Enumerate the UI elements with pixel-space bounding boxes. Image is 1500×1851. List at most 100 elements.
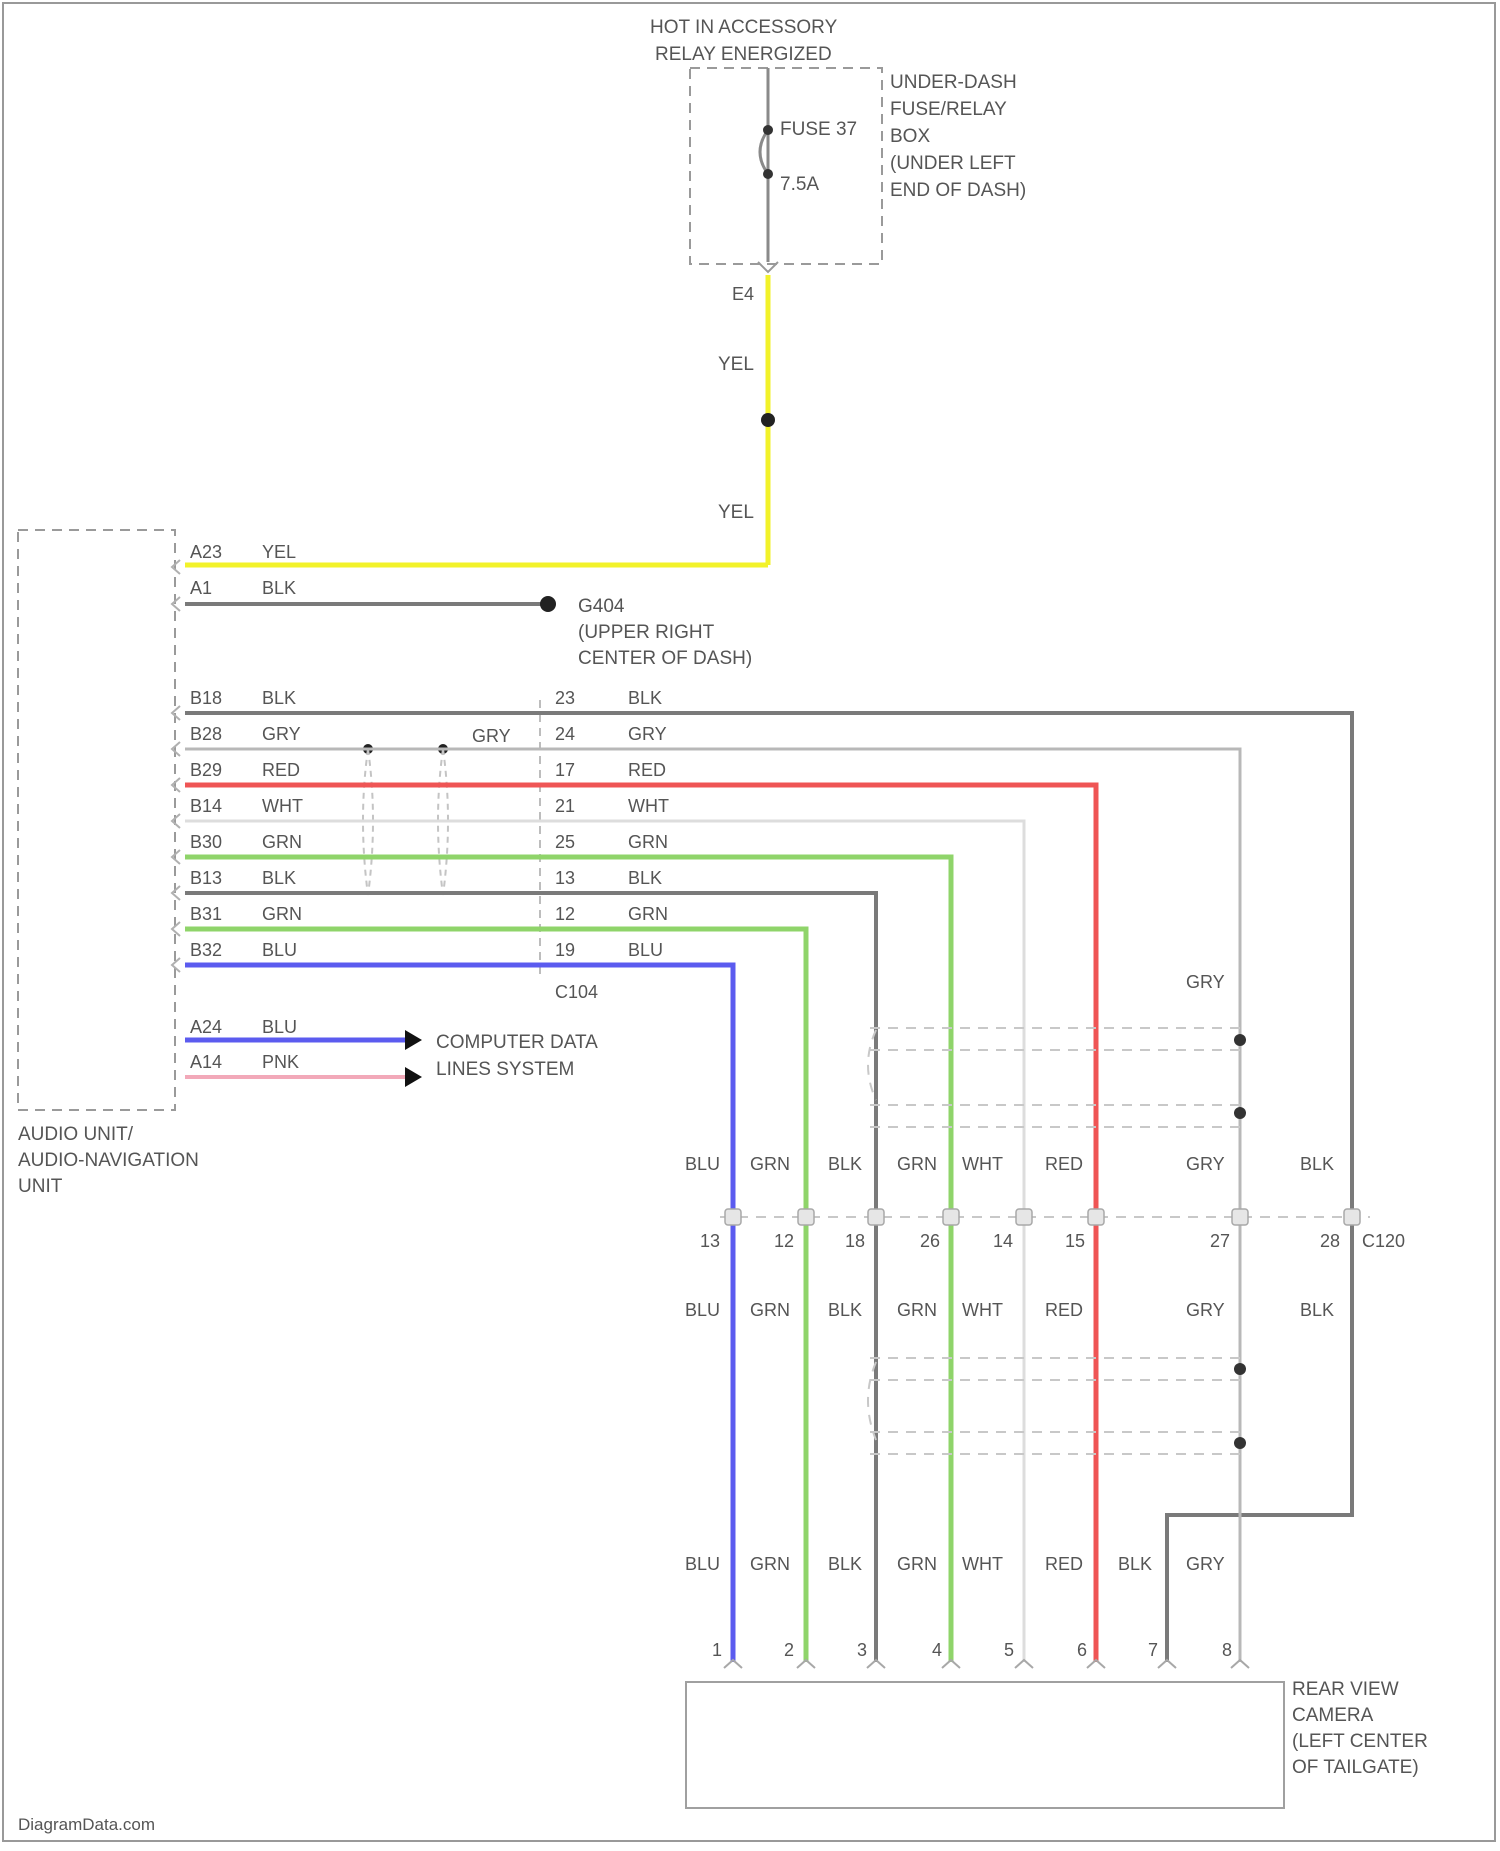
c120-above-4: GRN: [897, 1154, 937, 1174]
wire-a1: BLK: [262, 578, 296, 598]
shield-drain-splice-1: [1234, 1034, 1246, 1046]
pin-a14: A14: [190, 1052, 222, 1072]
pin-b30: B30: [190, 832, 222, 852]
c104-wire-17: RED: [628, 760, 666, 780]
wire-a14: PNK: [262, 1052, 299, 1072]
ground-id: G404: [578, 596, 625, 617]
computer-data-line1: COMPUTER DATA: [436, 1032, 598, 1053]
camera-pin-connectors: [724, 1660, 1249, 1668]
pin-a24: A24: [190, 1017, 222, 1037]
fuse-node-top: [763, 125, 773, 135]
cam-wire-4: GRN: [897, 1554, 937, 1574]
cam-wire-7: BLK: [1118, 1554, 1152, 1574]
power-header-line1: HOT IN ACCESSORY: [650, 17, 838, 38]
c104-wire-19: BLU: [628, 940, 663, 960]
camera-pin-numbers: 1 2 3 4 5 6 7 8: [712, 1640, 1232, 1660]
c120-gry-top-label: GRY: [1186, 972, 1225, 992]
computer-data-line2: LINES SYSTEM: [436, 1059, 574, 1080]
grn-wire-b30: [185, 857, 951, 1662]
gry-tap-label: GRY: [472, 726, 511, 746]
c104-pin-24: 24: [555, 724, 575, 744]
wire-b30: GRN: [262, 832, 302, 852]
cam-wire-8: GRY: [1186, 1554, 1225, 1574]
fuse-node-bottom: [763, 169, 773, 179]
yel-splice: [761, 413, 775, 427]
c120-above-1: BLU: [685, 1154, 720, 1174]
pin-a23: A23: [190, 542, 222, 562]
c104-pin-17: 17: [555, 760, 575, 780]
cam-pin-7: 7: [1148, 1640, 1158, 1660]
c104-pin-19: 19: [555, 940, 575, 960]
wire-b14: WHT: [262, 796, 303, 816]
c120-pin-28: 28: [1320, 1231, 1340, 1251]
c120-wires-above: BLU GRN BLK GRN WHT RED GRY BLK: [685, 1154, 1334, 1174]
c104-pin-21: 21: [555, 796, 575, 816]
c120-above-5: WHT: [962, 1154, 1003, 1174]
c104-name: C104: [555, 982, 598, 1002]
c104-pin-13: 13: [555, 868, 575, 888]
blk-wire-b13: [185, 893, 876, 1662]
c120-pin-15: 15: [1065, 1231, 1085, 1251]
c104-pin-23: 23: [555, 688, 575, 708]
c120-below-8: BLK: [1300, 1300, 1334, 1320]
wire-b31: GRN: [262, 904, 302, 924]
fuse-box-line3: BOX: [890, 126, 930, 147]
c120-below-6: RED: [1045, 1300, 1083, 1320]
arrow-a14: [405, 1067, 422, 1087]
c120-wires-below: BLU GRN BLK GRN WHT RED GRY BLK: [685, 1300, 1334, 1320]
wire-b29: RED: [262, 760, 300, 780]
ground-symbol: [540, 596, 556, 612]
shield-drain-splice-3: [1234, 1363, 1246, 1375]
c120-pin-14: 14: [993, 1231, 1013, 1251]
camera-line1: REAR VIEW: [1292, 1679, 1399, 1700]
wire-a24: BLU: [262, 1017, 297, 1037]
c120-above-2: GRN: [750, 1154, 790, 1174]
c104-pin-12: 12: [555, 904, 575, 924]
c120-pin-13: 13: [700, 1231, 720, 1251]
cam-pin-2: 2: [784, 1640, 794, 1660]
yel-wire-label-lower: YEL: [718, 502, 754, 523]
ground-line2: CENTER OF DASH): [578, 648, 752, 669]
cam-wire-1: BLU: [685, 1554, 720, 1574]
cam-pin-5: 5: [1004, 1640, 1014, 1660]
audio-unit-pins: A23 YEL A1 BLK B18 BLK B28 GRY B29 RED B…: [190, 542, 303, 1072]
c120-below-1: BLU: [685, 1300, 720, 1320]
wht-wire-b14: [185, 821, 1024, 1662]
fuse-rating: 7.5A: [780, 174, 819, 195]
fuse-terminal-label: E4: [732, 284, 754, 304]
cam-pin-3: 3: [857, 1640, 867, 1660]
c120-name: C120: [1362, 1231, 1405, 1251]
camera-box: [686, 1682, 1284, 1808]
c120-pin-12: 12: [774, 1231, 794, 1251]
c120-below-5: WHT: [962, 1300, 1003, 1320]
fuse-box-outline: [690, 68, 882, 264]
c104-wire-21: WHT: [628, 796, 669, 816]
c104-wire-25: GRN: [628, 832, 668, 852]
c120-pin-18: 18: [845, 1231, 865, 1251]
fuse-box-line4: (UNDER LEFT: [890, 153, 1016, 174]
fuse-box-line5: END OF DASH): [890, 180, 1026, 201]
pin-b31: B31: [190, 904, 222, 924]
arrow-a24: [405, 1030, 422, 1050]
c120-below-2: GRN: [750, 1300, 790, 1320]
yel-wire-label-upper: YEL: [718, 354, 754, 375]
c104-wire-23: BLK: [628, 688, 662, 708]
c120-above-7: GRY: [1186, 1154, 1225, 1174]
cam-wire-5: WHT: [962, 1554, 1003, 1574]
audio-unit-line1: AUDIO UNIT/: [18, 1124, 134, 1145]
shield-group-lower: [868, 1358, 1240, 1454]
fuse-box-line2: FUSE/RELAY: [890, 99, 1007, 120]
pin-b13: B13: [190, 868, 222, 888]
wire-b13: BLK: [262, 868, 296, 888]
camera-line4: OF TAILGATE): [1292, 1757, 1419, 1778]
c120-below-4: GRN: [897, 1300, 937, 1320]
camera-wire-labels: BLU GRN BLK GRN WHT RED BLK GRY: [685, 1554, 1225, 1574]
pin-a1: A1: [190, 578, 212, 598]
page-frame: [3, 3, 1495, 1841]
c104-wire-24: GRY: [628, 724, 667, 744]
wire-a23: YEL: [262, 542, 296, 562]
audio-unit-outline: [18, 530, 175, 1110]
c120-above-6: RED: [1045, 1154, 1083, 1174]
fuse-name: FUSE 37: [780, 119, 857, 140]
